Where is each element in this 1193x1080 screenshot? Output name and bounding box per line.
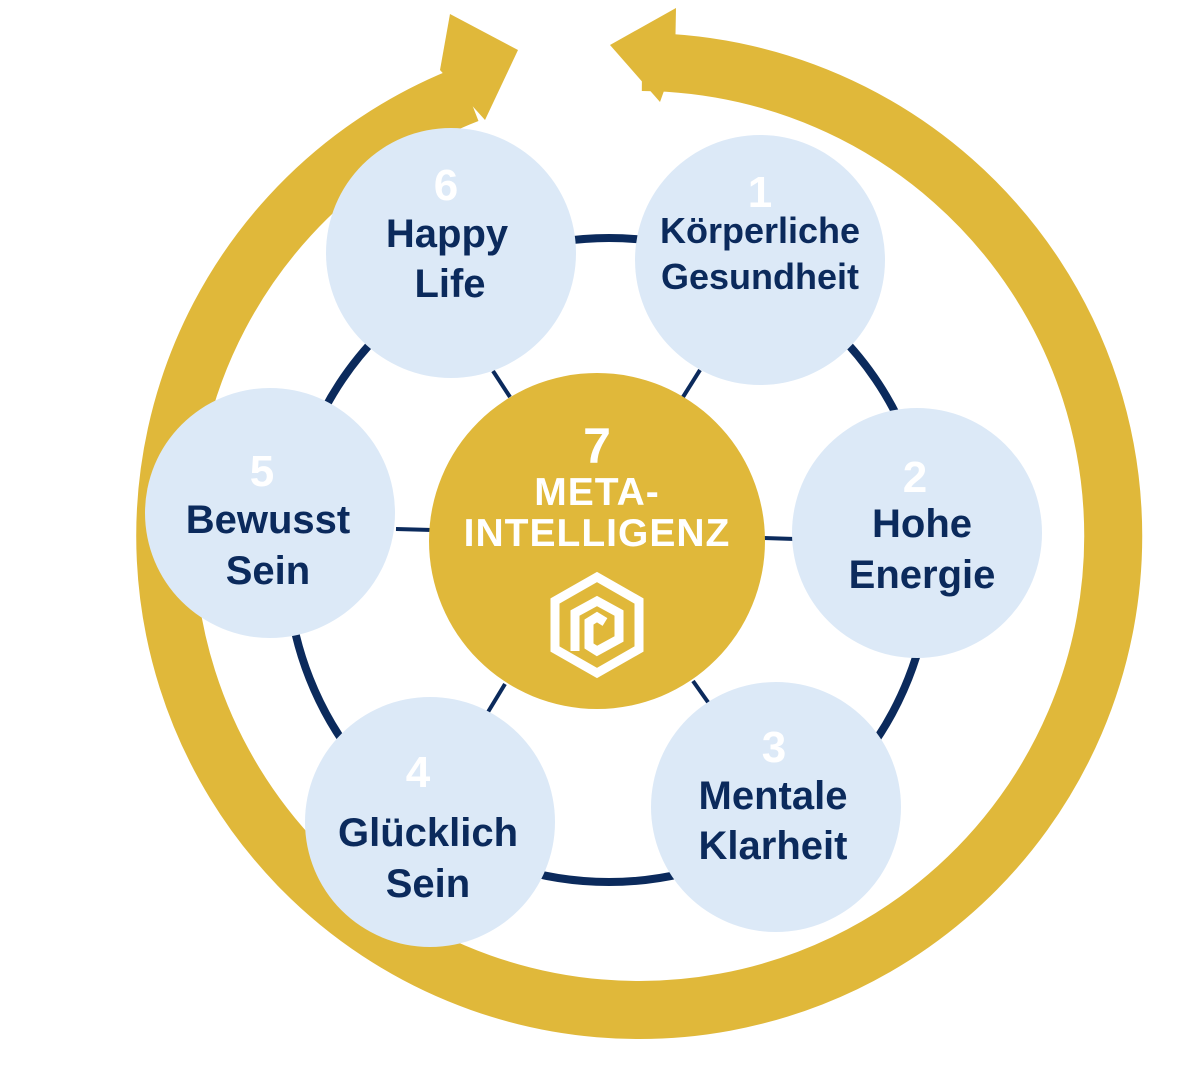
- center-number: 7: [583, 418, 611, 474]
- cycle-arrow-arc-left: [136, 33, 1143, 1039]
- node-6-label-line2: Life: [414, 262, 486, 306]
- node-1-label-line2: Gesundheit: [660, 256, 860, 297]
- center-node: 7 META- INTELLIGENZ: [429, 373, 765, 709]
- node-3-label-line2: Klarheit: [698, 824, 848, 868]
- node-5-label-line2: Sein: [225, 549, 311, 593]
- node-circle-4: [305, 697, 555, 947]
- spoke-2: [763, 536, 796, 541]
- node-5-label-line1: Bewusst: [185, 498, 351, 542]
- spokes: [395, 368, 796, 714]
- node-3-number: 3: [761, 723, 787, 772]
- spoke-1: [681, 368, 702, 399]
- node-5-number: 5: [249, 447, 275, 496]
- node-4-label-line2: Sein: [385, 862, 471, 906]
- node-4-number: 4: [405, 748, 431, 797]
- center-label-line2: INTELLIGENZ: [463, 512, 731, 555]
- node-4-label-line1: Glücklich: [337, 811, 519, 855]
- cycle-arrow: [136, 8, 1143, 1039]
- node-3: 3 Mentale Klarheit: [651, 682, 901, 932]
- center-label-line1: META-: [534, 471, 660, 514]
- node-circle-6: [326, 128, 576, 378]
- node-2-label-line2: Energie: [848, 553, 996, 597]
- node-5: 5 Bewusst Sein: [145, 388, 395, 638]
- spoke-4: [486, 682, 507, 714]
- node-2-label-line1: Hohe: [872, 502, 972, 546]
- hexagon-spiral-logo-icon: [550, 571, 644, 679]
- node-circle-1: [635, 135, 885, 385]
- cycle-arrow-head-right-icon: [610, 8, 676, 102]
- node-circles: [145, 128, 1042, 947]
- node-circle-5: [145, 388, 395, 638]
- node-6: 6 Happy Life: [326, 128, 576, 378]
- node-circle-2: [792, 408, 1042, 658]
- node-6-label-line1: Happy: [385, 212, 509, 256]
- node-6-number: 6: [433, 161, 459, 210]
- spoke-6: [491, 369, 512, 399]
- spoke-3: [691, 679, 712, 707]
- center-circle: [429, 373, 765, 709]
- spoke-5: [395, 527, 433, 532]
- node-3-label-line1: Mentale: [698, 774, 848, 818]
- node-2-number: 2: [902, 453, 928, 502]
- node-2: 2 Hohe Energie: [792, 408, 1042, 658]
- cycle-arrow-head-left-icon: [440, 14, 518, 120]
- node-4: 4 Glücklich Sein: [305, 697, 555, 947]
- node-1: 1 Körperliche Gesundheit: [635, 135, 885, 385]
- node-1-number: 1: [747, 168, 773, 217]
- node-circle-3: [651, 682, 901, 932]
- node-1-label-line1: Körperliche: [659, 210, 861, 251]
